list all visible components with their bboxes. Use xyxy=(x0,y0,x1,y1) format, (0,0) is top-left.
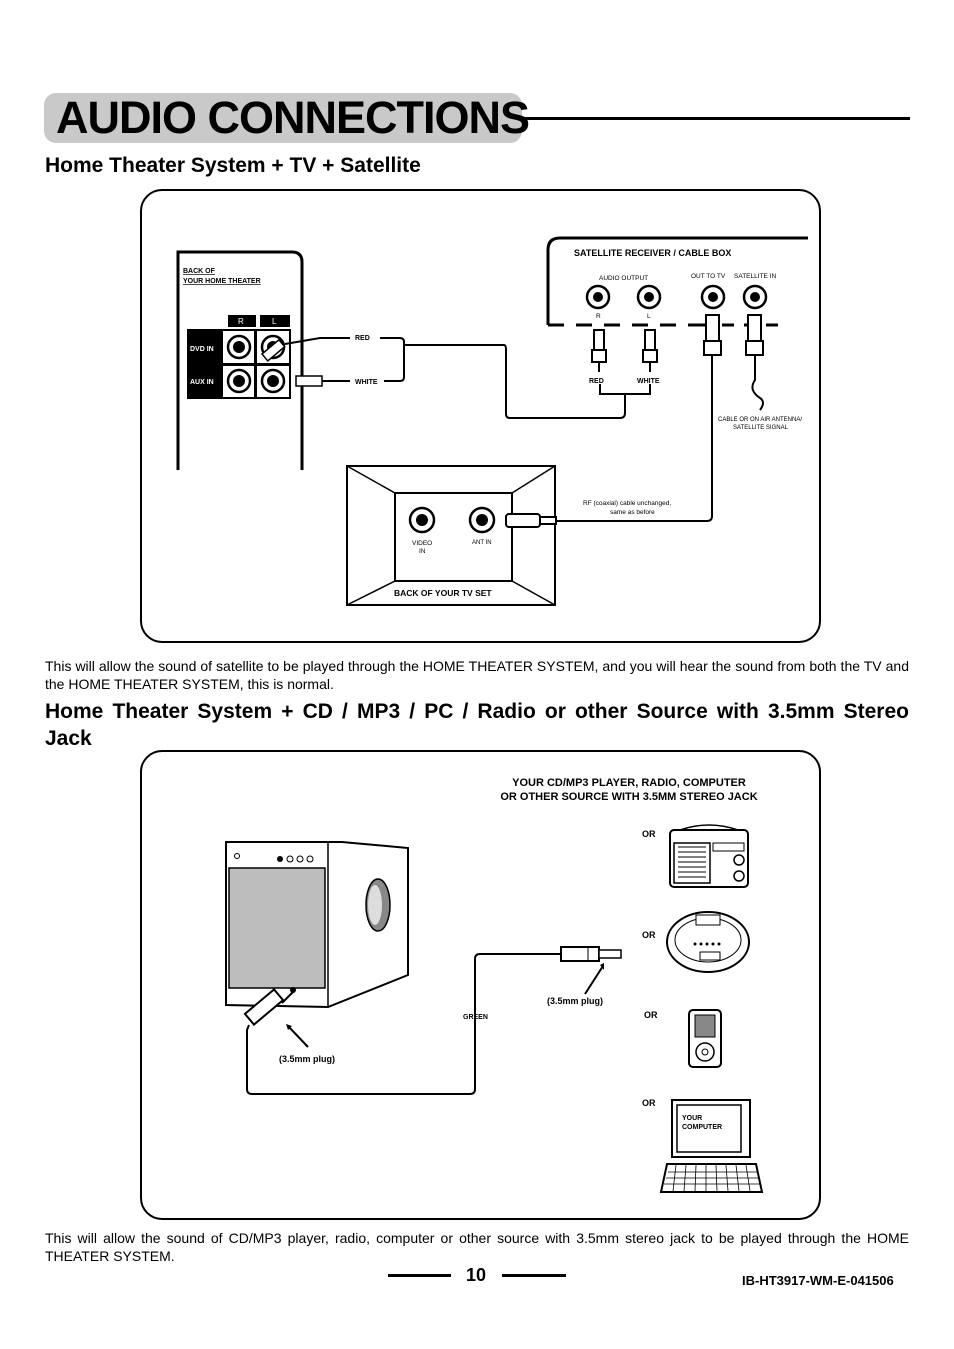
satellite-box-label: SATELLITE RECEIVER / CABLE BOX xyxy=(574,248,731,258)
audio-output-label: AUDIO OUTPUT xyxy=(599,275,648,282)
footer-rule-left xyxy=(388,1274,451,1277)
document-code: IB-HT3917-WM-E-041506 xyxy=(742,1273,894,1288)
or-label-1: OR xyxy=(642,829,656,839)
r-label: R xyxy=(238,317,244,326)
mp3-player-icon xyxy=(688,1009,722,1068)
source-label-1: YOUR CD/MP3 PLAYER, RADIO, COMPUTER xyxy=(512,777,746,789)
computer-label-1: YOUR xyxy=(682,1115,702,1122)
red-label: RED xyxy=(355,335,370,342)
page-number: 10 xyxy=(466,1265,487,1285)
diagram-35mm-drawing: YOUR CD/MP3 PLAYER, RADIO, COMPUTER OR O… xyxy=(225,777,764,1193)
back-home-theater-label-2: YOUR HOME THEATER xyxy=(183,278,261,285)
section1-description: This will allow the sound of satellite t… xyxy=(45,658,909,692)
or-label-2: OR xyxy=(642,930,656,940)
computer-label-2: COMPUTER xyxy=(682,1124,722,1131)
plug-left-label: (3.5mm plug) xyxy=(279,1054,335,1064)
computer-icon: YOUR COMPUTER xyxy=(659,1099,764,1193)
diagram-35mm-source: YOUR CD/MP3 PLAYER, RADIO, COMPUTER OR O… xyxy=(140,750,821,1220)
rf-label-1: RF (coaxial) cable unchanged, xyxy=(583,500,671,507)
section2-description: This will allow the sound of CD/MP3 play… xyxy=(45,1230,909,1264)
source-label-2: OR OTHER SOURCE WITH 3.5MM STEREO JACK xyxy=(500,791,757,803)
tv-back: VIDEO IN ANT IN BACK OF YOUR TV SET xyxy=(346,465,557,606)
video-in-label-1: VIDEO xyxy=(412,540,432,547)
satellite-box: SATELLITE RECEIVER / CABLE BOX AUDIO OUT… xyxy=(546,236,808,522)
out-to-tv-label: OUT TO TV xyxy=(691,273,726,280)
rf-label-2: same as before xyxy=(610,509,655,516)
video-in-label-2: IN xyxy=(419,548,426,555)
white-label-2: WHITE xyxy=(637,378,660,385)
rca-cables xyxy=(284,337,651,419)
ant-in-label: ANT IN xyxy=(472,540,492,546)
dvd-in-label: DVD IN xyxy=(190,346,214,353)
white-label: WHITE xyxy=(355,379,378,386)
home-theater-unit xyxy=(225,841,409,1009)
diagram-tv-satellite: BACK OF YOUR HOME THEATER R L DVD IN AUX… xyxy=(140,189,821,643)
or-label-3: OR xyxy=(644,1010,658,1020)
green-label: GREEN xyxy=(463,1014,488,1021)
page-title: AUDIO CONNECTIONS xyxy=(56,92,530,143)
l-label: L xyxy=(272,317,277,326)
section1-heading: Home Theater System + TV + Satellite xyxy=(45,154,421,177)
diagram-tv-satellite-drawing: BACK OF YOUR HOME THEATER R L DVD IN AUX… xyxy=(176,236,808,606)
red-label-2: RED xyxy=(589,378,604,385)
radio-icon xyxy=(669,824,749,888)
antenna-label-1: CABLE OR ON AIR ANTENNA/ xyxy=(718,417,802,423)
cd-player-icon xyxy=(666,911,750,973)
home-theater-back: BACK OF YOUR HOME THEATER R L DVD IN AUX… xyxy=(176,250,323,470)
title-rule xyxy=(522,117,910,120)
section2-heading: Home Theater System + CD / MP3 / PC / Ra… xyxy=(45,700,909,750)
r-small-label: R xyxy=(596,313,601,320)
antenna-label-2: SATELLITE SIGNAL xyxy=(733,425,789,431)
plug-right-label: (3.5mm plug) xyxy=(547,996,603,1006)
back-tv-label: BACK OF YOUR TV SET xyxy=(394,588,492,598)
back-home-theater-label-1: BACK OF xyxy=(183,268,216,275)
aux-in-label: AUX IN xyxy=(190,379,214,386)
footer-rule-right xyxy=(502,1274,566,1277)
or-label-4: OR xyxy=(642,1098,656,1108)
l-small-label: L xyxy=(647,313,651,320)
title-banner xyxy=(44,93,522,143)
satellite-in-label: SATELLITE IN xyxy=(734,273,776,280)
